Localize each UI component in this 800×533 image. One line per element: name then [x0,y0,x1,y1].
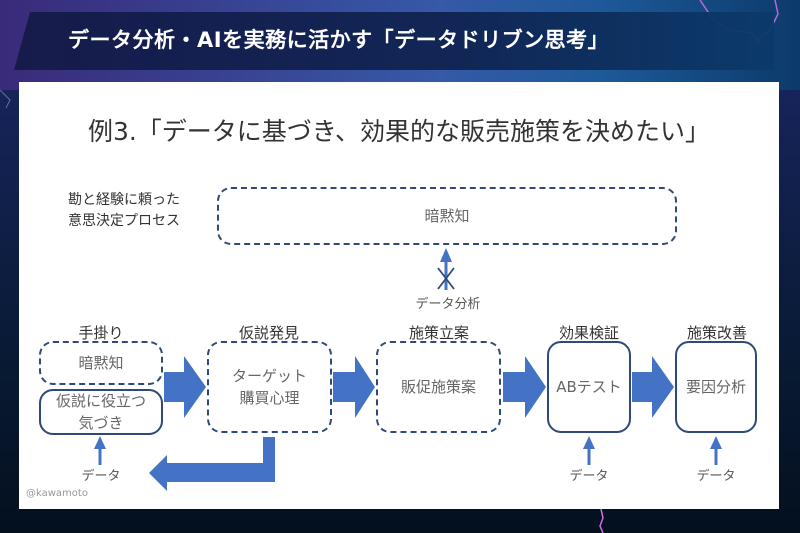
data-input-arrow-1 [94,436,106,465]
stage-label-verification: 効果検証 [558,324,619,342]
clue-tacit-text: 暗黙知 [78,354,124,372]
flow-arrow-1 [164,356,206,418]
data-input-arrow-3 [710,436,722,465]
blocked-arrow-head [440,248,452,262]
tacit-knowledge-label: 暗黙知 [424,207,470,225]
clue-insight-box: 仮説に役立つ 気づき [39,389,163,435]
flow-arrow-4 [632,356,674,418]
tacit-knowledge-box: 暗黙知 [217,187,677,245]
data-input-label-1: データ [81,469,121,484]
flow-arrow-2 [333,356,375,418]
blocked-analysis-arrow [437,248,455,290]
data-analysis-label: データ分析 [415,297,481,312]
ab-test-box: ABテスト [547,341,631,433]
data-input-arrow-2 [583,436,595,465]
page-title: データ分析・AIを実務に活かす「データドリブン思考」 [68,28,610,52]
hypothesis-line-1: ターゲット [231,367,307,385]
ab-test-text: ABテスト [556,378,622,396]
hypothesis-line-2: 購買心理 [239,389,300,407]
factor-analysis-text: 要因分析 [685,378,746,396]
slide-heading: 例3.「データに基づき、効果的な販売施策を決めたい」 [87,117,711,146]
side-note-line-2: 意思決定プロセス [68,213,180,229]
stage-label-clues: 手掛り [78,324,124,342]
stage-label-planning: 施策立案 [408,324,469,342]
factor-analysis-box: 要因分析 [675,341,757,433]
x-mark-icon-2 [437,267,455,290]
clue-insight-line-1: 仮説に役立つ [55,392,146,410]
stage-label-improvement: 施策改善 [686,324,747,342]
data-input-label-2: データ [569,469,609,484]
author-credit: @kawamoto [26,488,88,499]
data-input-label-3: データ [696,469,736,484]
clue-tacit-box: 暗黙知 [39,341,163,385]
planning-text: 販促施策案 [400,378,476,396]
arrows-layer [94,248,722,491]
side-note-line-1: 勘と経験に頼った [68,192,180,208]
clue-insight-line-2: 気づき [78,414,124,432]
hypothesis-box: ターゲット 購買心理 [207,341,332,433]
slide-panel: 例3.「データに基づき、効果的な販売施策を決めたい」 勘と経験に頼った 意思決定… [19,82,779,509]
stage-label-hypothesis: 仮説発見 [238,324,299,342]
title-bar [14,12,774,70]
side-note: 勘と経験に頼った 意思決定プロセス [68,190,180,232]
flow-arrow-3 [503,356,546,418]
feedback-arrow [149,437,275,491]
planning-box: 販促施策案 [376,341,501,433]
